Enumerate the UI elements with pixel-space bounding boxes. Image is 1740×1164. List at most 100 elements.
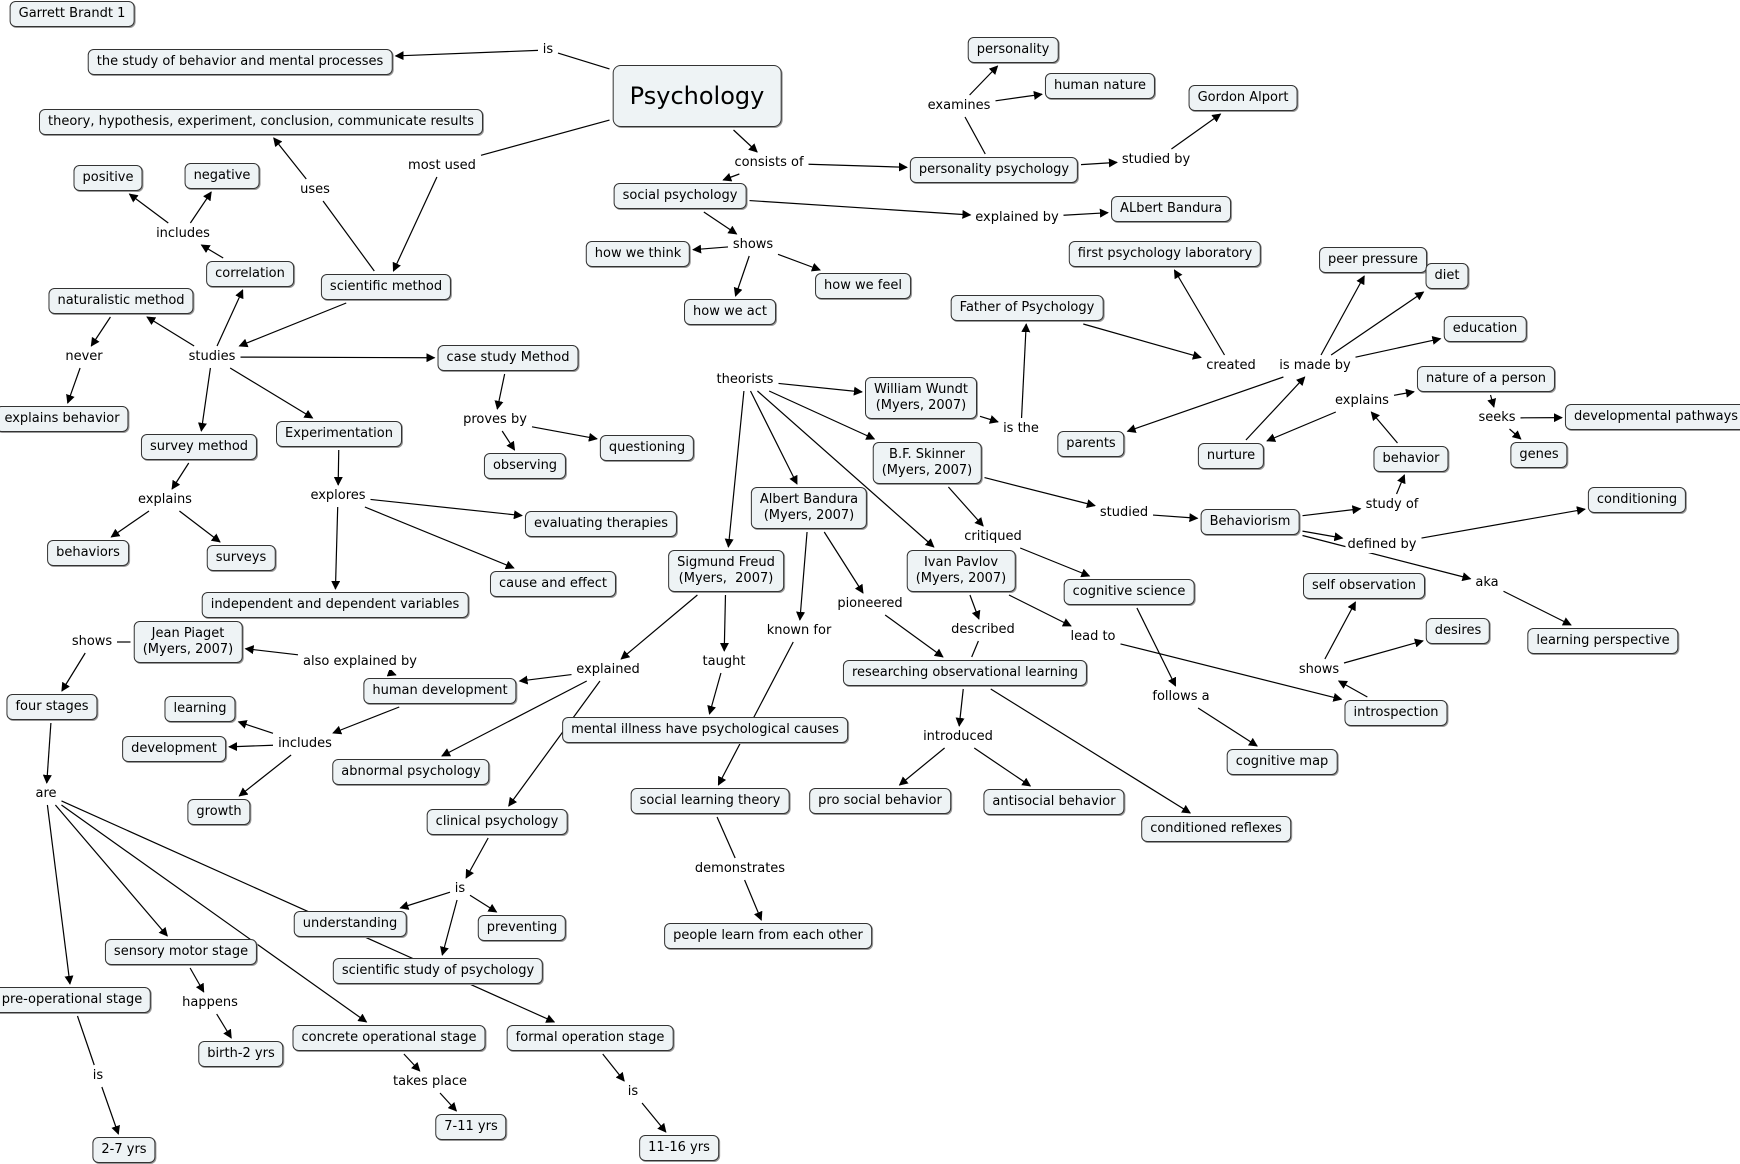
link-alsoexpl-humandev	[386, 668, 397, 677]
node-understanding[interactable]: understanding	[293, 911, 407, 937]
node-resobs[interactable]: researching observational learning	[842, 660, 1088, 686]
node-persPsych[interactable]: personality psychology	[909, 157, 1079, 183]
node-desires[interactable]: desires	[1425, 618, 1491, 644]
node-fourstages[interactable]: four stages	[6, 694, 98, 720]
node-explbeh[interactable]: explains behavior	[0, 406, 129, 432]
node-indepvars[interactable]: independent and dependent variables	[201, 592, 469, 618]
node-devpath[interactable]: developmental pathways	[1564, 404, 1740, 430]
node-behaviorN[interactable]: behavior	[1373, 446, 1449, 472]
node-howfeel[interactable]: how we feel	[815, 273, 911, 299]
link-label-includes2: includes	[276, 736, 334, 752]
node-correlation[interactable]: correlation	[206, 261, 294, 287]
node-howact[interactable]: how we act	[684, 299, 776, 325]
link-label-ismadeby: is made by	[1277, 358, 1353, 374]
node-scimethod[interactable]: scientific method	[320, 274, 452, 300]
node-conditioning[interactable]: conditioning	[1587, 487, 1687, 513]
node-father[interactable]: Father of Psychology	[950, 295, 1104, 321]
node-mentalill[interactable]: mental illness have psychological causes	[562, 717, 848, 743]
node-development[interactable]: development	[122, 736, 226, 762]
link-label-demonstrates: demonstrates	[692, 861, 788, 877]
link-label-created: created	[1204, 358, 1258, 374]
node-peer[interactable]: peer pressure	[1319, 247, 1427, 273]
node-birth2[interactable]: birth-2 yrs	[198, 1041, 284, 1067]
node-concrete[interactable]: concrete operational stage	[292, 1025, 486, 1051]
node-prosocial[interactable]: pro social behavior	[809, 788, 951, 814]
node-behaviors[interactable]: behaviors	[47, 540, 129, 566]
link-shows2-selfobs	[1324, 601, 1356, 660]
node-socPsych[interactable]: social psychology	[613, 183, 747, 209]
node-condrefl[interactable]: conditioned reflexes	[1141, 816, 1291, 842]
node-positive[interactable]: positive	[73, 165, 143, 191]
node-genes[interactable]: genes	[1510, 442, 1568, 468]
link-label-seeks: seeks	[1476, 410, 1518, 426]
node-cogmap[interactable]: cognitive map	[1226, 749, 1338, 775]
link-label-explains1: explains	[136, 492, 194, 508]
link-label-studied: studied	[1097, 505, 1151, 521]
link-includes1-positive	[128, 193, 169, 224]
node-selfobs[interactable]: self observation	[1303, 573, 1425, 599]
link-is2-understanding	[399, 891, 451, 910]
node-surveys[interactable]: surveys	[206, 545, 276, 571]
node-y7to11[interactable]: 7-11 yrs	[435, 1114, 507, 1140]
link-consistsof-socPsych	[722, 172, 740, 182]
node-education[interactable]: education	[1443, 316, 1527, 342]
node-learning[interactable]: learning	[164, 696, 236, 722]
node-bandura2[interactable]: Albert Bandura (Myers, 2007)	[750, 487, 868, 529]
link-label-is2: is	[452, 881, 468, 897]
node-observing[interactable]: observing	[483, 453, 567, 479]
node-theory[interactable]: theory, hypothesis, experiment, conclusi…	[38, 109, 484, 135]
node-wundt[interactable]: William Wundt (Myers, 2007)	[865, 377, 977, 419]
node-evaltherapies[interactable]: evaluating therapies	[524, 511, 678, 537]
node-howthink[interactable]: how we think	[585, 241, 691, 267]
node-gordon[interactable]: Gordon Alport	[1188, 85, 1298, 111]
node-personality[interactable]: personality	[967, 37, 1059, 63]
node-abnormal[interactable]: abnormal psychology	[332, 759, 490, 785]
node-experimentation[interactable]: Experimentation	[276, 421, 402, 447]
link-label-consistsof: consists of	[732, 155, 806, 171]
node-growth[interactable]: growth	[187, 799, 251, 825]
node-clinical[interactable]: clinical psychology	[426, 809, 568, 835]
node-preop[interactable]: pre-operational stage	[0, 987, 152, 1013]
node-skinner[interactable]: B.F. Skinner (Myers, 2007)	[872, 442, 982, 484]
link-label-definedby: defined by	[1345, 537, 1419, 553]
node-preventing[interactable]: preventing	[477, 915, 567, 941]
node-psych[interactable]: Psychology	[612, 65, 782, 127]
link-label-alsoexpl: also explained by	[301, 654, 419, 670]
node-y11to16[interactable]: 11-16 yrs	[639, 1135, 719, 1161]
node-causeeffect[interactable]: cause and effect	[489, 571, 617, 597]
link-label-happens: happens	[180, 995, 240, 1011]
link-studies-experimentation	[229, 367, 314, 419]
node-cogsci[interactable]: cognitive science	[1063, 579, 1195, 605]
node-freud[interactable]: Sigmund Freud (Myers, 2007)	[668, 550, 784, 592]
node-diet[interactable]: diet	[1425, 263, 1469, 289]
node-natmethod[interactable]: naturalistic method	[48, 288, 194, 314]
node-y2to7[interactable]: 2-7 yrs	[92, 1137, 156, 1163]
link-label-examines: examines	[925, 98, 993, 114]
node-parents[interactable]: parents	[1057, 431, 1125, 457]
node-formal[interactable]: formal operation stage	[506, 1025, 674, 1051]
node-garrett[interactable]: Garrett Brandt 1	[9, 1, 135, 27]
node-casestudy[interactable]: case study Method	[437, 345, 579, 371]
node-behaviorism[interactable]: Behaviorism	[1200, 509, 1300, 535]
node-study[interactable]: the study of behavior and mental process…	[87, 49, 393, 75]
node-natperson[interactable]: nature of a person	[1416, 366, 1556, 392]
node-learnpersp[interactable]: learning perspective	[1527, 628, 1679, 654]
node-survey[interactable]: survey method	[140, 434, 258, 460]
node-questioning[interactable]: questioning	[599, 435, 695, 461]
node-soclearn[interactable]: social learning theory	[630, 788, 790, 814]
node-humannature[interactable]: human nature	[1044, 73, 1156, 99]
node-piaget[interactable]: Jean Piaget (Myers, 2007)	[133, 621, 243, 663]
node-antisocial[interactable]: antisocial behavior	[983, 789, 1125, 815]
link-includes2-learning	[237, 720, 274, 734]
node-bandura1[interactable]: ALbert Bandura	[1111, 196, 1231, 222]
node-scistudy[interactable]: scientific study of psychology	[332, 958, 544, 984]
node-nurture[interactable]: nurture	[1197, 443, 1265, 469]
node-humandev[interactable]: human development	[363, 678, 517, 704]
node-peoplelearn[interactable]: people learn from each other	[664, 923, 872, 949]
node-sensorymotor[interactable]: sensory motor stage	[104, 939, 258, 965]
link-explains1-behaviors	[110, 510, 150, 538]
node-pavlov[interactable]: Ivan Pavlov (Myers, 2007)	[906, 550, 1016, 592]
node-negative[interactable]: negative	[184, 163, 260, 189]
node-introspection[interactable]: introspection	[1344, 700, 1448, 726]
node-firstlab[interactable]: first psychology laboratory	[1068, 241, 1262, 267]
